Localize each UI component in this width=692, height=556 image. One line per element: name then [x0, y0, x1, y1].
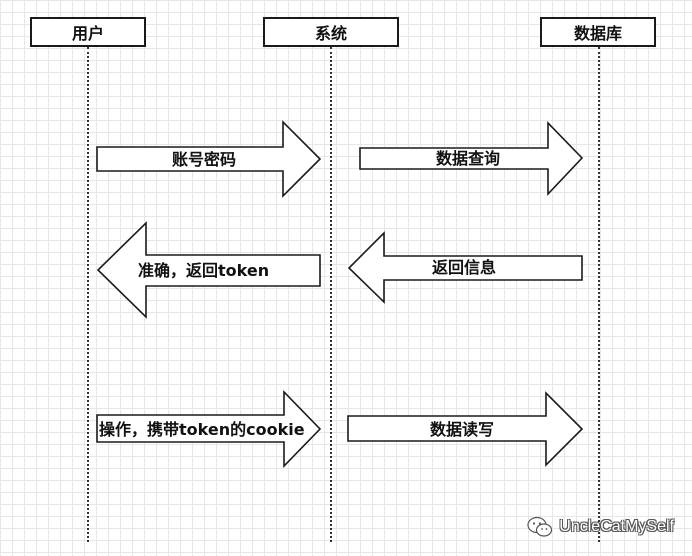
watermark: UncleCatMySelf [527, 516, 674, 538]
arrow-database-to-system [347, 231, 583, 304]
watermark-text: UncleCatMySelf [559, 518, 674, 535]
lifeline-system [330, 47, 332, 542]
message-label-read-write: 数据读写 [430, 420, 495, 439]
arrow-system-to-user [96, 221, 321, 319]
arrow-system-to-database-2 [347, 391, 584, 467]
message-label-operate-with-cookie: 操作，携带token的cookie [99, 420, 305, 439]
message-label-credentials: 账号密码 [172, 150, 237, 169]
actor-user: 用户 [30, 17, 146, 47]
actor-system: 系统 [263, 17, 399, 47]
arrow-system-to-database-1 [359, 121, 584, 197]
lifeline-database [598, 47, 600, 542]
lifeline-user [87, 47, 89, 542]
actor-database: 数据库 [540, 17, 656, 47]
wechat-icon [527, 516, 553, 537]
message-label-return-token: 准确，返回token [138, 261, 270, 280]
message-label-return-info: 返回信息 [432, 258, 497, 277]
message-label-query: 数据查询 [436, 149, 501, 168]
arrow-user-to-system-1 [96, 120, 322, 198]
arrow-user-to-system-2 [96, 390, 322, 468]
